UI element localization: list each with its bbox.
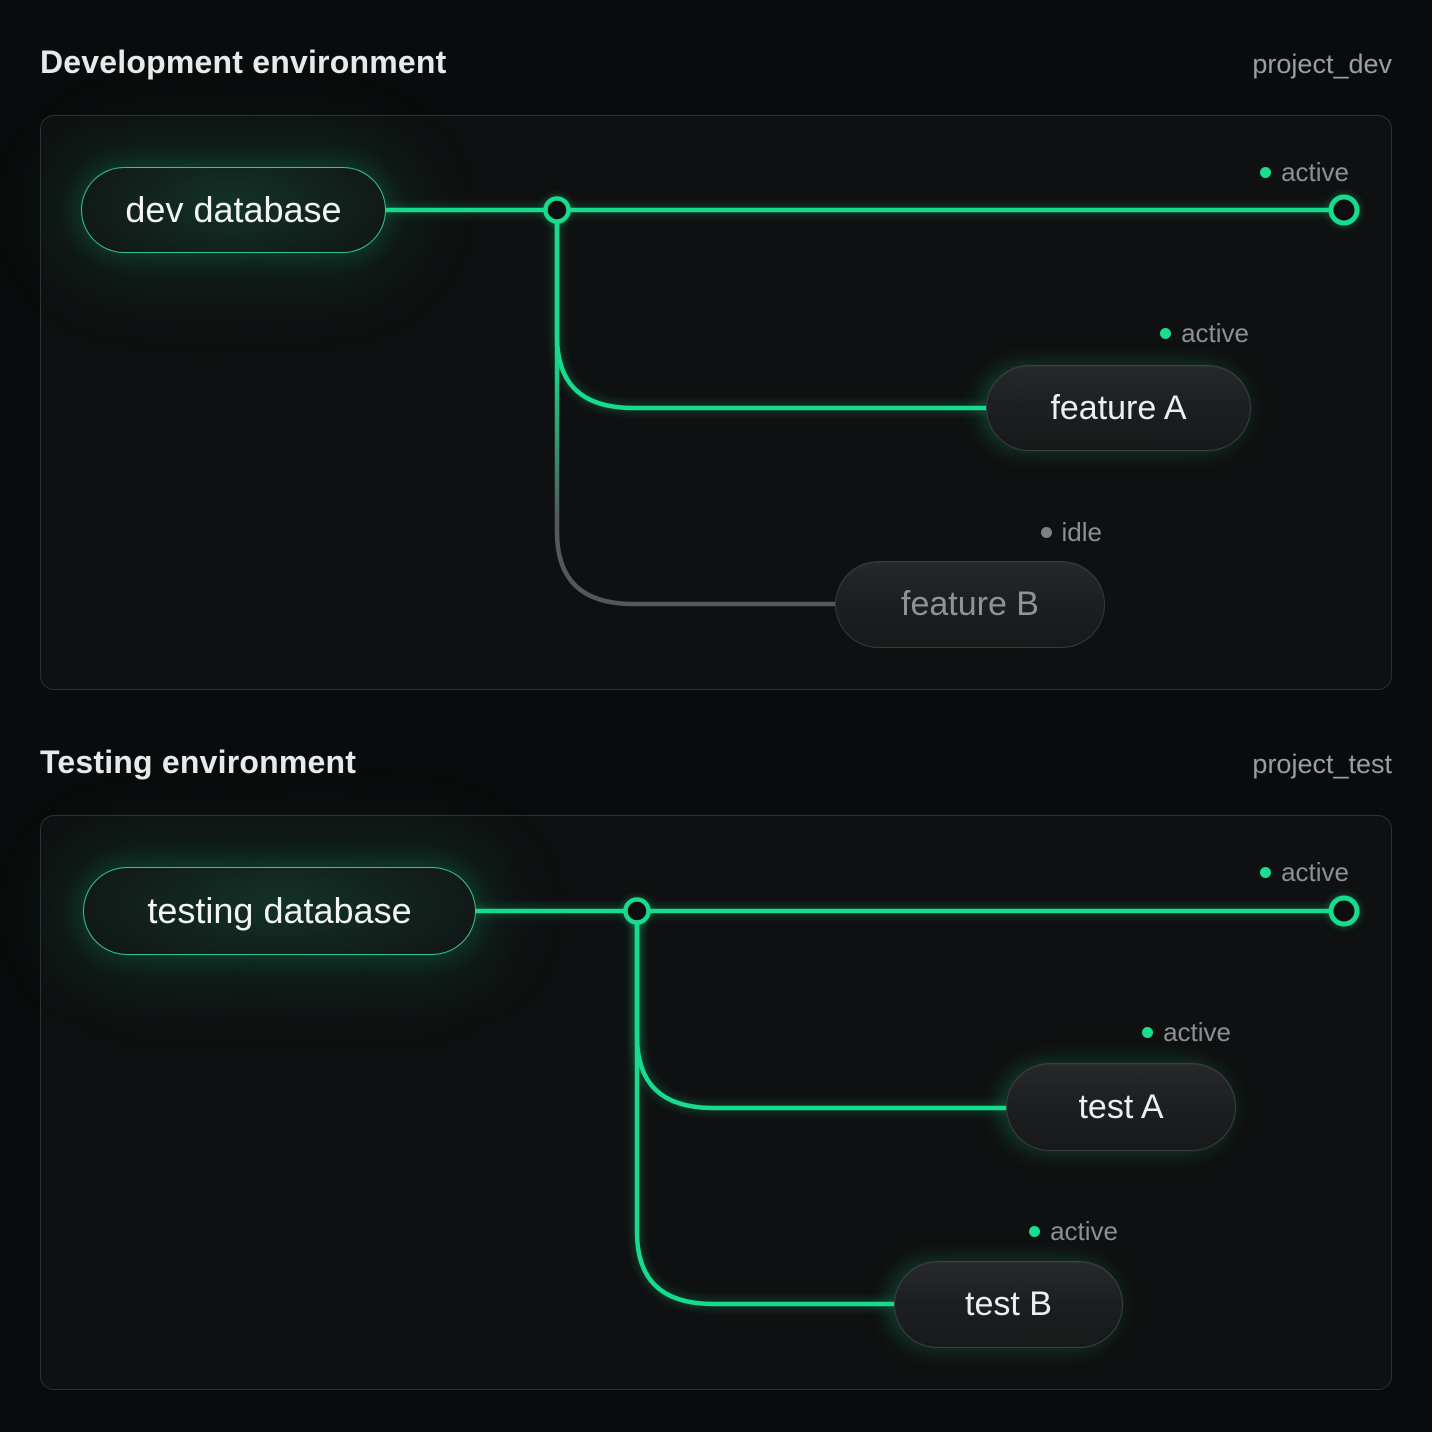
branch-line-test-a	[634, 908, 1009, 1111]
testing-environment-panel: active testing database active test A ac…	[40, 815, 1392, 1390]
status-dot-icon	[1142, 1027, 1154, 1038]
branch-node-test-b[interactable]: test B	[894, 1261, 1123, 1348]
test-branch-graph	[473, 895, 1360, 1307]
database-node-label: testing database	[147, 890, 412, 931]
status-label: active	[1281, 857, 1349, 887]
status-dot-icon	[1160, 328, 1172, 339]
status-dot-icon	[1029, 1226, 1041, 1237]
dev-branch-graph	[383, 194, 1360, 607]
test-project-label: project_test	[1252, 749, 1392, 779]
branch-node-label: feature B	[901, 585, 1039, 623]
status-label: active	[1163, 1017, 1231, 1047]
trunk-endpoint-circle	[1328, 895, 1360, 927]
status-dot-icon	[1040, 527, 1052, 538]
dev-section-title: Development environment	[40, 44, 447, 80]
status-label: idle	[1061, 517, 1102, 547]
database-node-dev[interactable]: dev database	[81, 167, 386, 253]
status-dot-icon	[1260, 167, 1272, 178]
branch-node-label: feature A	[1050, 388, 1187, 427]
status-label: active	[1181, 318, 1249, 348]
test-section-title: Testing environment	[40, 744, 357, 780]
branch-node-label: test B	[965, 1285, 1052, 1323]
trunk-status: active	[1260, 857, 1349, 888]
dev-environment-panel: active dev database active feature A idl…	[40, 115, 1392, 690]
branch-line-feature-a	[554, 207, 989, 411]
status-dot-icon	[1260, 867, 1272, 878]
trunk-status: active	[1260, 157, 1349, 188]
branch-node-feature-a[interactable]: feature A	[986, 365, 1251, 451]
branch-point-circle	[623, 897, 651, 925]
branch-node-label: test A	[1078, 1087, 1164, 1126]
branch-point-circle	[543, 196, 571, 224]
branch-node-feature-b[interactable]: feature B	[835, 561, 1105, 648]
status-label: active	[1281, 157, 1349, 187]
feature-b-status: idle	[1040, 517, 1102, 548]
feature-a-status: active	[1160, 318, 1249, 349]
status-label: active	[1050, 1216, 1118, 1246]
branch-line-feature-b	[554, 207, 840, 607]
branch-node-test-a[interactable]: test A	[1006, 1063, 1236, 1151]
dev-project-label: project_dev	[1252, 49, 1392, 79]
branch-line-test-b	[634, 908, 898, 1307]
test-a-status: active	[1142, 1017, 1231, 1048]
database-node-testing[interactable]: testing database	[83, 867, 476, 955]
test-b-status: active	[1029, 1216, 1118, 1247]
database-node-label: dev database	[125, 189, 342, 230]
trunk-endpoint-circle	[1328, 194, 1360, 226]
